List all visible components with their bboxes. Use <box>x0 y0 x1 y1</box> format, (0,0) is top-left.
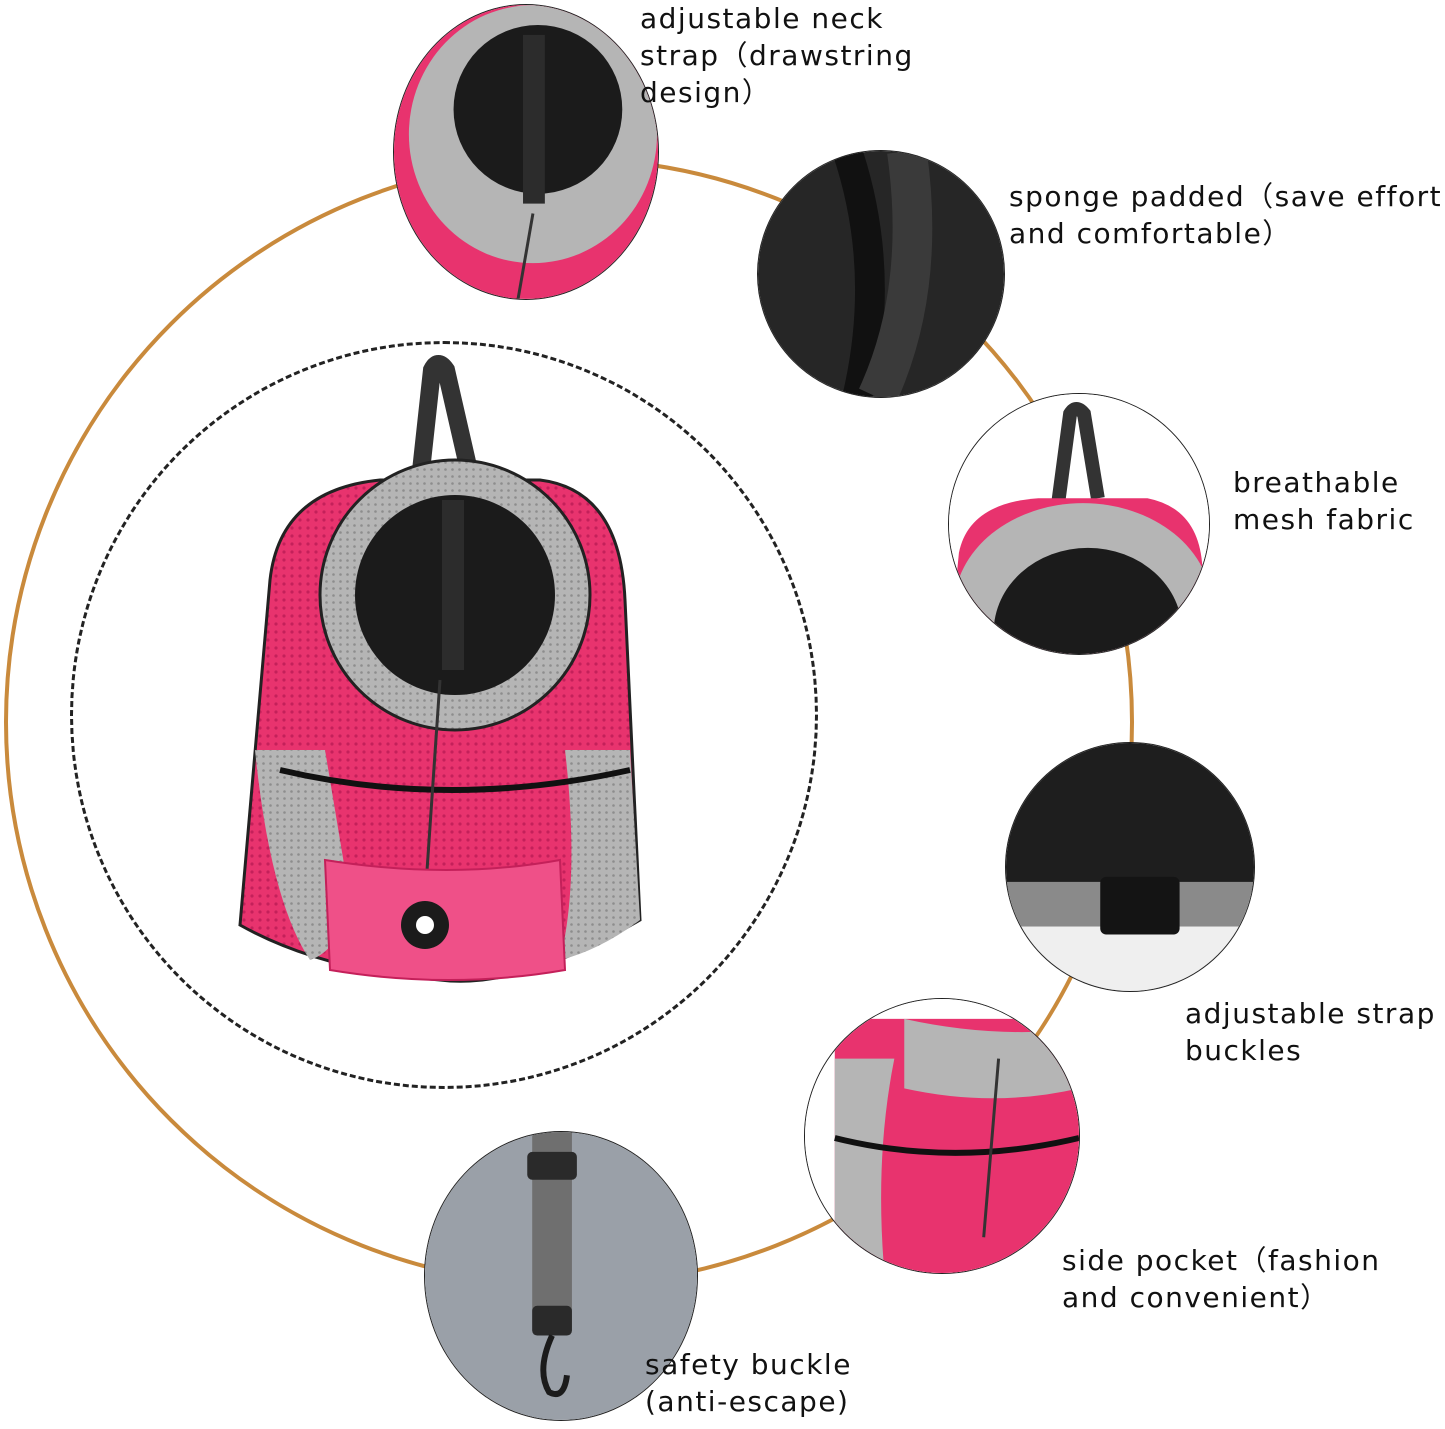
safety-hook-photo <box>424 1131 698 1421</box>
label-strap-buckles: adjustable strap buckles <box>1185 997 1436 1067</box>
label-breathable-mesh: breathable mesh fabric <box>1233 466 1415 536</box>
bag-opening-photo <box>393 4 659 300</box>
label-sponge-padded: sponge padded（save effort and comfortabl… <box>1009 180 1443 250</box>
mesh-top-photo <box>948 393 1210 655</box>
padded-mesh-photo <box>757 150 1005 398</box>
strap-buckle-photo <box>1005 742 1255 992</box>
pet-backpack-photo <box>120 340 790 1020</box>
label-neck-strap: adjustable neck strap（drawstring design） <box>640 2 914 109</box>
main-product-frame <box>70 341 818 1089</box>
side-pocket-photo <box>804 998 1080 1274</box>
label-safety-buckle: safety buckle (anti-escape) <box>645 1348 852 1418</box>
label-side-pocket: side pocket（fashion and convenient） <box>1062 1244 1381 1314</box>
